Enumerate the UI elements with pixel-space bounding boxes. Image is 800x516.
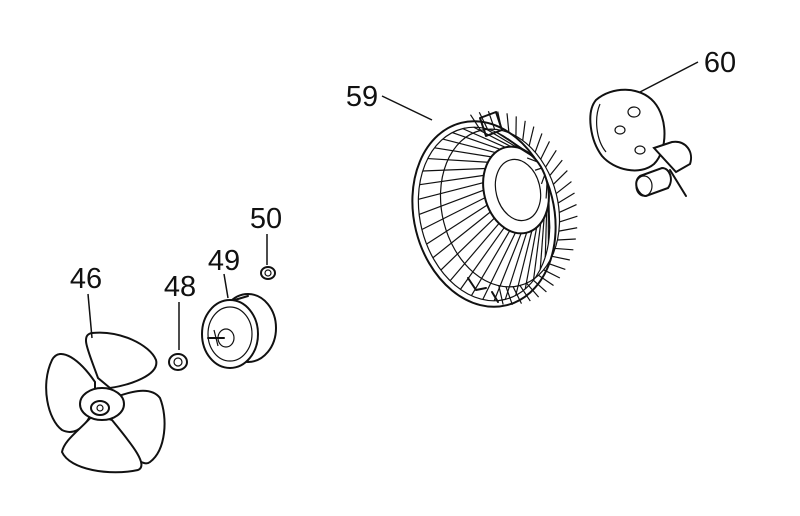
guard-spoke — [442, 138, 496, 154]
guard-spoke — [418, 182, 484, 200]
callout-50: 50 — [250, 203, 282, 235]
callout-48: 48 — [164, 271, 196, 303]
guard-fin — [512, 286, 523, 304]
guard-fin — [551, 255, 570, 261]
mounting-bracket-part: 60 — [589, 47, 736, 198]
guard-spoke — [524, 227, 538, 290]
guard-fin — [557, 238, 576, 241]
guard-fin — [528, 126, 535, 147]
guard-spoke — [421, 197, 486, 231]
guard-spoke — [422, 167, 486, 172]
guard-spoke — [544, 211, 548, 258]
guard-spoke — [484, 127, 517, 148]
guard-fin — [552, 170, 568, 185]
guard-fin — [506, 113, 510, 133]
guard-spoke — [507, 138, 529, 153]
fan-guard-part: 59 — [346, 81, 578, 308]
guard-fin — [559, 215, 578, 223]
guard-fin — [469, 114, 482, 131]
guard-spoke — [539, 217, 545, 270]
callout-46: 46 — [70, 263, 102, 295]
callout-49: 49 — [208, 245, 240, 277]
callout-59: 59 — [346, 81, 378, 113]
guard-spoke — [526, 157, 538, 163]
guard-fin — [522, 120, 526, 141]
guard-spoke — [545, 182, 548, 199]
guard-fin — [505, 286, 513, 305]
guard-spoke — [427, 157, 488, 163]
guard-fin — [540, 141, 551, 160]
washer-part: 50 — [250, 203, 282, 280]
guard-fin — [538, 274, 554, 287]
guard-fin — [526, 282, 540, 298]
guard-fin — [558, 227, 578, 232]
guard-spoke — [418, 189, 484, 215]
motor-part: 49 — [201, 245, 277, 369]
guard-spoke — [470, 230, 511, 296]
guard-spoke — [548, 197, 551, 229]
guard-spoke — [515, 230, 533, 296]
guard-fin — [545, 150, 557, 168]
guard-spoke — [419, 174, 484, 186]
guard-fin — [519, 285, 531, 302]
nut-part: 48 — [164, 271, 196, 371]
guard-fin — [557, 192, 575, 204]
guard-spoke — [540, 174, 546, 185]
guard-fin — [558, 204, 577, 214]
guard-spoke — [517, 146, 534, 158]
guard-fin — [555, 247, 574, 251]
guard-fin — [547, 262, 566, 271]
guard-spoke — [434, 147, 492, 158]
guard-spoke — [432, 211, 491, 259]
guard-spoke — [532, 223, 542, 281]
guard-fin — [549, 159, 563, 176]
guard-spoke — [493, 233, 522, 301]
guard-spoke — [449, 222, 500, 282]
guard-fin — [532, 279, 547, 293]
guard-spoke — [426, 204, 488, 245]
guard-spoke — [504, 232, 528, 300]
guard-fin — [498, 285, 504, 305]
guard-spoke — [482, 232, 516, 300]
guard-spoke — [462, 128, 506, 148]
guard-spoke — [452, 132, 501, 150]
guard-fin — [543, 269, 561, 279]
fan-blade-part: 46 — [45, 263, 166, 474]
callout-60: 60 — [704, 47, 736, 79]
guard-fin — [555, 181, 572, 195]
guard-spoke — [534, 167, 542, 171]
guard-fin — [534, 133, 543, 153]
guard-spoke — [440, 217, 495, 271]
guard-fin — [478, 111, 489, 130]
